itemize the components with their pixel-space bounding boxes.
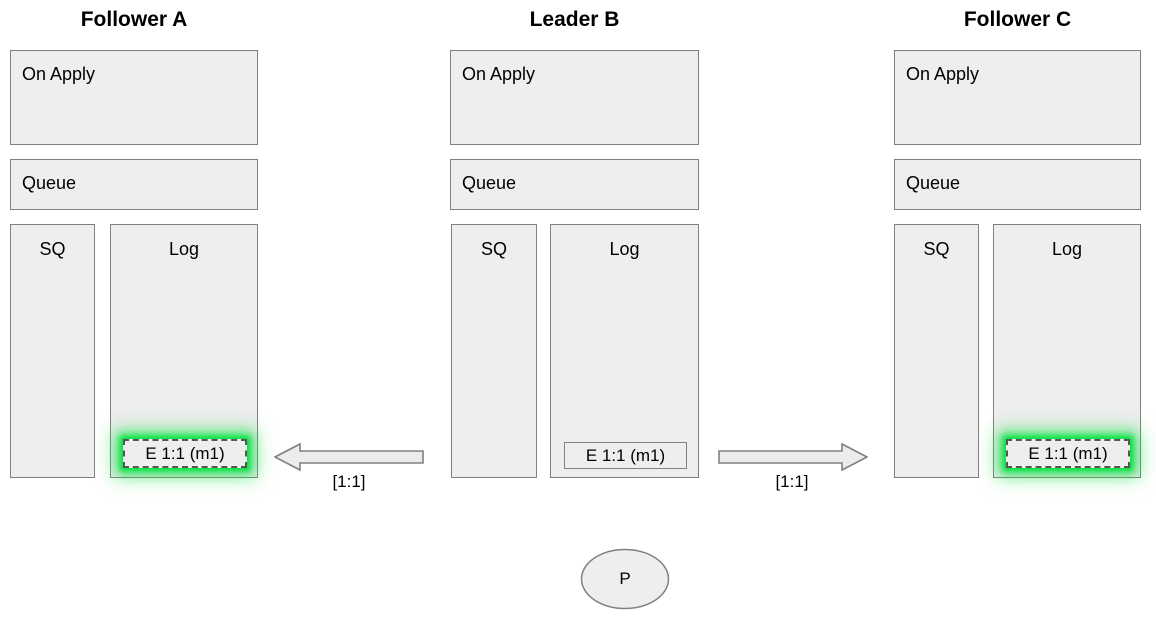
log-box-leader-b[interactable]: Log E 1:1 (m1): [550, 224, 699, 478]
replication-arrow-right-label: [1:1]: [775, 472, 809, 491]
sq-label: SQ: [923, 239, 950, 259]
sq-label: SQ: [39, 239, 66, 259]
sq-box-follower-a[interactable]: SQ: [10, 224, 95, 478]
queue-box-leader-b[interactable]: Queue: [450, 159, 699, 210]
log-label: Log: [609, 239, 640, 259]
log-label: Log: [168, 239, 200, 259]
queue-label: Queue: [462, 173, 517, 193]
node-p[interactable]: P: [580, 548, 670, 610]
sq-box-leader-b[interactable]: SQ: [451, 224, 537, 478]
column-title-follower-a: Follower A: [80, 8, 188, 31]
arrow-right-icon: [718, 442, 868, 472]
on-apply-label: On Apply: [22, 64, 96, 84]
replication-arrow-right[interactable]: [716, 442, 868, 472]
on-apply-box-leader-b[interactable]: On Apply: [450, 50, 699, 145]
sq-label: SQ: [480, 239, 507, 259]
log-box-follower-a[interactable]: Log E 1:1 (m1): [110, 224, 258, 478]
log-entry-leader-b[interactable]: E 1:1 (m1): [564, 442, 687, 469]
on-apply-box-follower-c[interactable]: On Apply: [894, 50, 1141, 145]
queue-label: Queue: [906, 173, 961, 193]
column-title-leader-b: Leader B: [529, 8, 620, 31]
replication-arrow-left-label: [1:1]: [332, 472, 366, 491]
queue-box-follower-a[interactable]: Queue: [10, 159, 258, 210]
column-title-follower-c: Follower C: [963, 8, 1072, 31]
on-apply-label: On Apply: [906, 64, 980, 84]
arrow-left-icon: [274, 442, 424, 472]
on-apply-box-follower-a[interactable]: On Apply: [10, 50, 258, 145]
sq-box-follower-c[interactable]: SQ: [894, 224, 979, 478]
queue-box-follower-c[interactable]: Queue: [894, 159, 1141, 210]
ellipse-icon: [580, 548, 670, 610]
log-label: Log: [1051, 239, 1083, 259]
log-entry-follower-c[interactable]: E 1:1 (m1): [1006, 439, 1130, 468]
replication-arrow-left[interactable]: [274, 442, 424, 472]
log-box-follower-c[interactable]: Log E 1:1 (m1): [993, 224, 1141, 478]
on-apply-label: On Apply: [462, 64, 536, 84]
queue-label: Queue: [22, 173, 77, 193]
log-entry-follower-a[interactable]: E 1:1 (m1): [123, 439, 247, 468]
